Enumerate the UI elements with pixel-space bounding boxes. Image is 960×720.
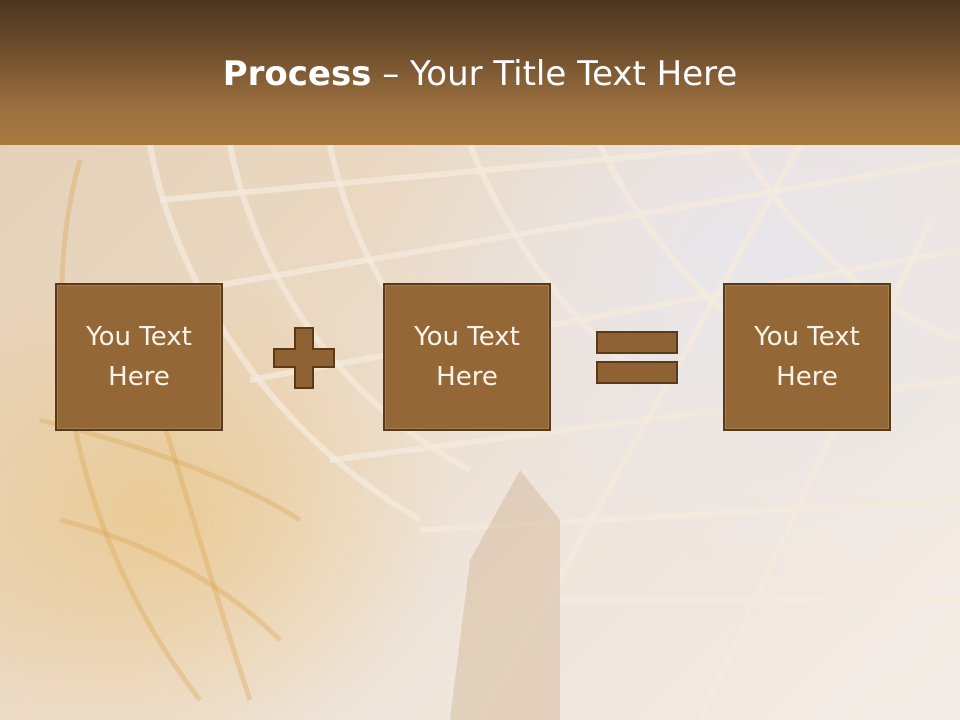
- process-box-3-text: You Text Here: [754, 322, 860, 392]
- process-box-3[interactable]: You Text Here: [723, 283, 891, 431]
- process-box-2[interactable]: You Text Here: [383, 283, 551, 431]
- slide-title[interactable]: Process – Your Title Text Here: [0, 50, 960, 98]
- title-bold: Process: [222, 54, 372, 94]
- equals-icon: [596, 331, 678, 385]
- title-bar: Process – Your Title Text Here: [0, 0, 960, 145]
- process-box-1[interactable]: You Text Here: [55, 283, 223, 431]
- process-box-1-text: You Text Here: [86, 322, 192, 392]
- plus-icon: [272, 326, 336, 390]
- process-box-2-text: You Text Here: [414, 322, 520, 392]
- title-rest: – Your Title Text Here: [371, 54, 738, 94]
